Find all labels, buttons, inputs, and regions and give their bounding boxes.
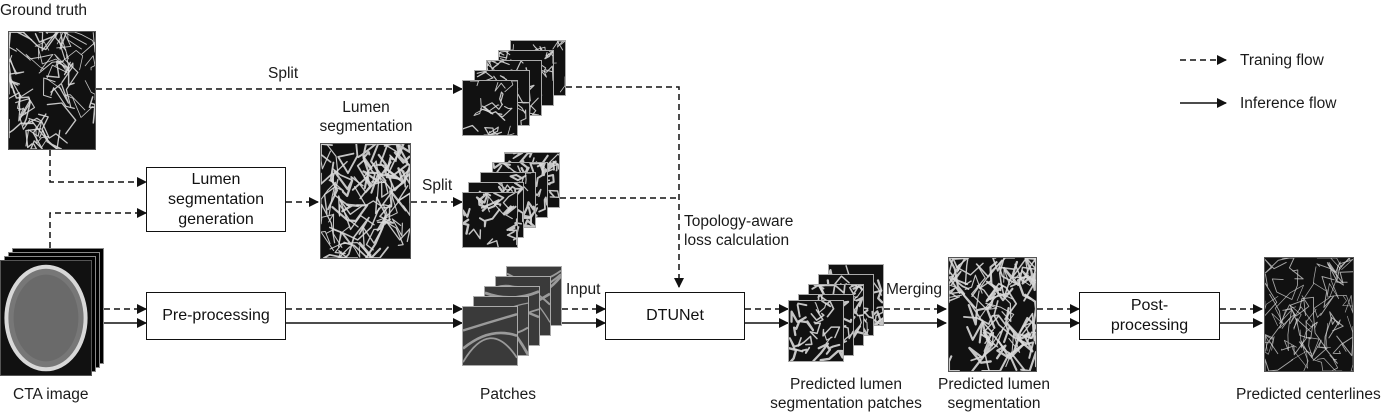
legend-training-label: Traning flow	[1240, 52, 1324, 69]
ground-truth-label: Ground truth	[0, 2, 88, 19]
predicted-segmentation-label: Predicted lumen segmentation	[937, 376, 1051, 412]
cta-image	[0, 260, 92, 376]
lumen-segmentation-image	[320, 143, 411, 259]
edge-gt-to-lumen-gen	[49, 150, 147, 187]
edge-top-stack-to-loss	[566, 86, 684, 288]
cta-image-label: CTA image	[13, 386, 89, 403]
patches-label: Patches	[480, 386, 537, 403]
edge-cta-to-lumen-gen	[49, 208, 147, 248]
ground-truth-image	[8, 31, 96, 150]
lumen-generation-label: Lumen segmentation generation	[167, 170, 265, 228]
lumen-segmentation-label: Lumen segmentation	[319, 99, 413, 135]
input-label: Input	[566, 281, 601, 298]
dtunet-box: DTUNet	[605, 292, 745, 340]
preprocessing-box: Pre-processing	[146, 292, 286, 340]
postprocessing-label: Post- processing	[1110, 297, 1189, 334]
topology-loss-label: Topology-aware loss calculation	[684, 213, 794, 249]
dtunet-label: DTUNet	[646, 307, 704, 324]
lumen-generation-box: Lumen segmentation generation	[146, 167, 286, 232]
legend-inference-label: Inference flow	[1240, 95, 1337, 112]
predicted-patches-label: Predicted lumen segmentation patches	[770, 376, 922, 412]
preprocessing-label: Pre-processing	[162, 307, 270, 324]
split-mid-label: Split	[422, 177, 453, 194]
predicted-centerlines-label: Predicted centerlines	[1236, 386, 1381, 403]
postprocessing-box: Post- processing	[1079, 292, 1220, 340]
split-top-label: Split	[268, 65, 299, 82]
predicted-centerlines-image	[1264, 257, 1354, 372]
merging-label: Merging	[886, 281, 942, 298]
predicted-segmentation-image	[948, 257, 1037, 372]
